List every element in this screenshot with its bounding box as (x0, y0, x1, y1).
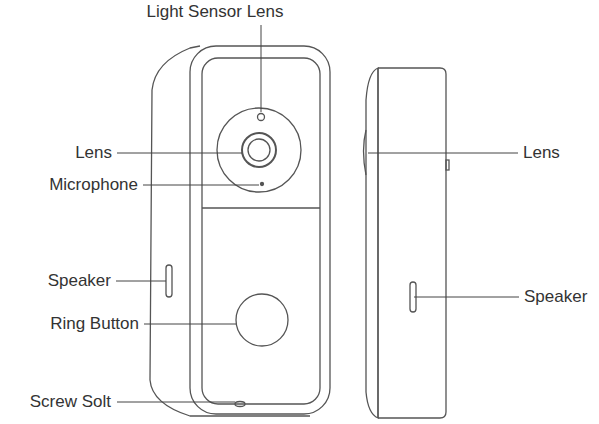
lens-inner (248, 139, 270, 161)
leader-lines (116, 25, 519, 402)
button-label: Ring Button (50, 314, 139, 334)
screw-label: Screw Solt (30, 392, 111, 412)
speaker-label: Speaker (48, 271, 111, 291)
camera-ring (217, 108, 301, 192)
sensor-label: Light Sensor Lens (146, 2, 283, 22)
side-edge (377, 68, 378, 418)
microphone-label: Microphone (49, 175, 138, 195)
lens-label: Lens (75, 143, 112, 163)
side-lens-bump (364, 130, 367, 175)
lens-label: Lens (523, 143, 560, 163)
lens (242, 133, 276, 167)
speaker-slot (166, 265, 172, 297)
side-clip (446, 160, 449, 170)
screw-slot (235, 402, 245, 407)
light-sensor (258, 114, 265, 121)
side-body (378, 68, 446, 418)
shell-outline (150, 46, 310, 416)
panel-divider (202, 207, 320, 208)
front-face (190, 46, 330, 414)
microphone-hole (261, 183, 264, 186)
speaker-label: Speaker (524, 287, 587, 307)
ring-button (236, 294, 288, 346)
side-front (366, 68, 378, 418)
